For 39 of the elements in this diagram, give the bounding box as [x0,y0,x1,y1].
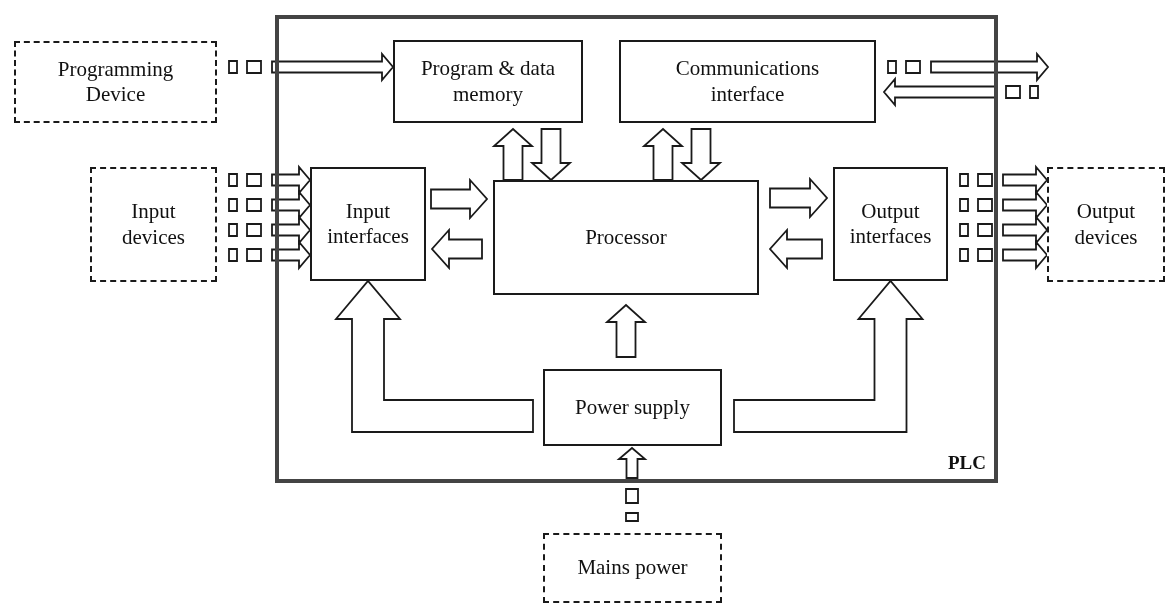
block-arrow [959,239,1049,271]
block-arrow [882,76,1039,108]
block-arrow [228,239,312,271]
block-arrow [641,127,685,181]
process-box [310,167,426,281]
external-device-box [543,533,722,603]
process-box [543,369,722,446]
node-label: Mains power [577,555,688,581]
node-label: Output devices [1073,199,1139,250]
node-label: Processor [585,224,667,251]
block-arrow [604,303,648,358]
node-label: Communications interface [674,56,821,107]
block-arrow [334,279,534,433]
block-arrow [430,227,483,271]
block-arrow [491,127,535,181]
block-arrow [430,177,489,221]
process-box [393,40,583,123]
plc-enclosure [275,15,998,483]
block-arrow [769,176,829,220]
node-label: Output interfaces [848,198,933,250]
node-label: Input interfaces [326,198,410,250]
block-arrow [616,446,648,522]
block-arrow [228,51,395,83]
block-arrow [733,279,925,433]
node-label: Input devices [121,199,186,250]
block-arrow [887,51,1050,83]
block-arrow [768,227,823,271]
process-box [619,40,876,123]
node-label: Program & data memory [419,56,557,107]
node-label: Power supply [575,394,690,421]
enclosure-label: PLC [948,452,986,475]
block-arrow [529,128,573,182]
process-box [833,167,948,281]
external-device-box [90,167,217,282]
block-arrow [679,128,723,182]
external-device-box [1047,167,1165,282]
node-label: Programming Device [56,56,175,108]
process-box [493,180,759,295]
external-device-box [14,41,217,123]
